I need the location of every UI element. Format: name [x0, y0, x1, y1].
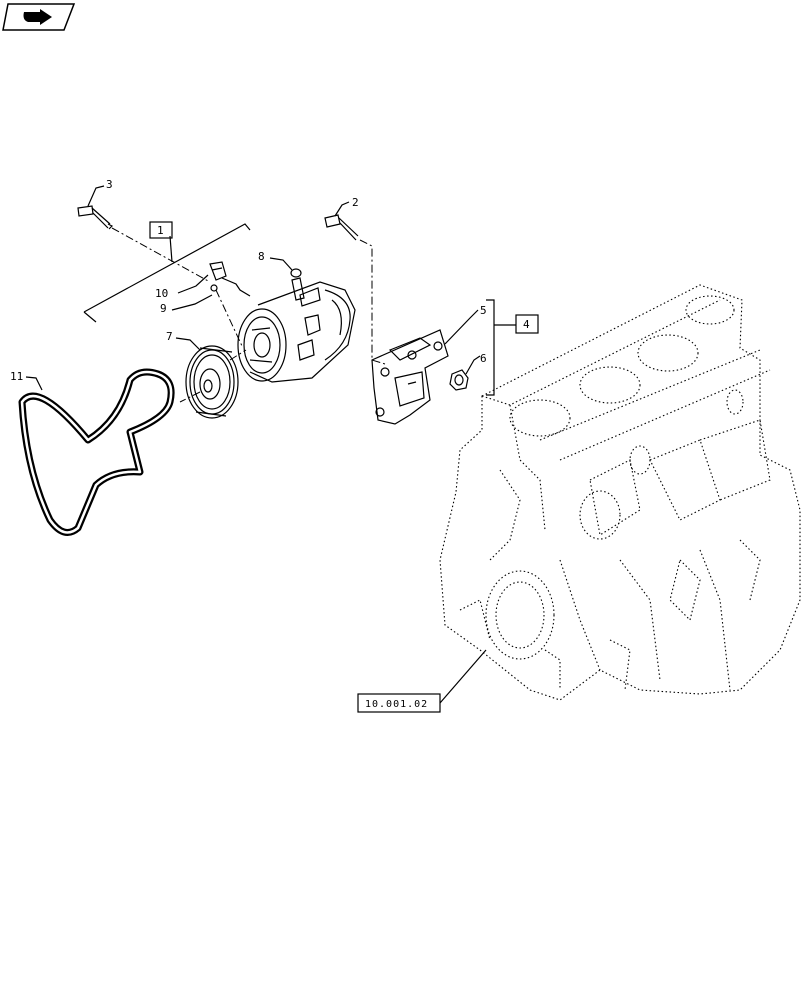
reference-label[interactable]: 10.001.02 [365, 699, 428, 710]
o-ring-8[interactable] [290, 268, 302, 278]
leader-bolt-3 [111, 227, 211, 283]
callout-9[interactable]: 9 [160, 302, 167, 315]
callout-6[interactable]: 6 [480, 352, 487, 365]
mounting-bracket-5[interactable] [371, 329, 449, 425]
leader-callout-2 [334, 201, 350, 217]
arrow-right-icon [23, 9, 52, 25]
reference-box [357, 693, 441, 713]
leader-callout-3 [87, 185, 105, 207]
pressure-switch-10[interactable] [209, 261, 251, 297]
callout-5[interactable]: 5 [480, 304, 487, 317]
callout-2[interactable]: 2 [352, 196, 359, 209]
nut-6[interactable] [449, 369, 469, 391]
engine-block-reference [439, 284, 801, 701]
leader-bolt-2 [359, 239, 386, 365]
group-bracket-4 [486, 299, 495, 396]
callout-10[interactable]: 10 [155, 287, 168, 300]
bolt-2[interactable] [324, 214, 359, 241]
callout-8[interactable]: 8 [258, 250, 265, 263]
callout-4[interactable]: 4 [523, 318, 530, 331]
drive-belt-11[interactable] [18, 368, 175, 536]
bolt-3[interactable] [77, 205, 114, 230]
nav-arrow-button[interactable] [2, 3, 76, 31]
callout-3[interactable]: 3 [106, 178, 113, 191]
callout-1[interactable]: 1 [157, 224, 164, 237]
callout-11[interactable]: 11 [10, 370, 23, 383]
callout-box-4 [515, 314, 539, 334]
callout-box-1 [149, 221, 173, 239]
pulley-7[interactable] [185, 345, 239, 419]
leader-reference [439, 649, 487, 704]
callout-7[interactable]: 7 [166, 330, 173, 343]
group-bracket-1 [83, 223, 251, 323]
ac-compressor[interactable] [237, 277, 356, 383]
